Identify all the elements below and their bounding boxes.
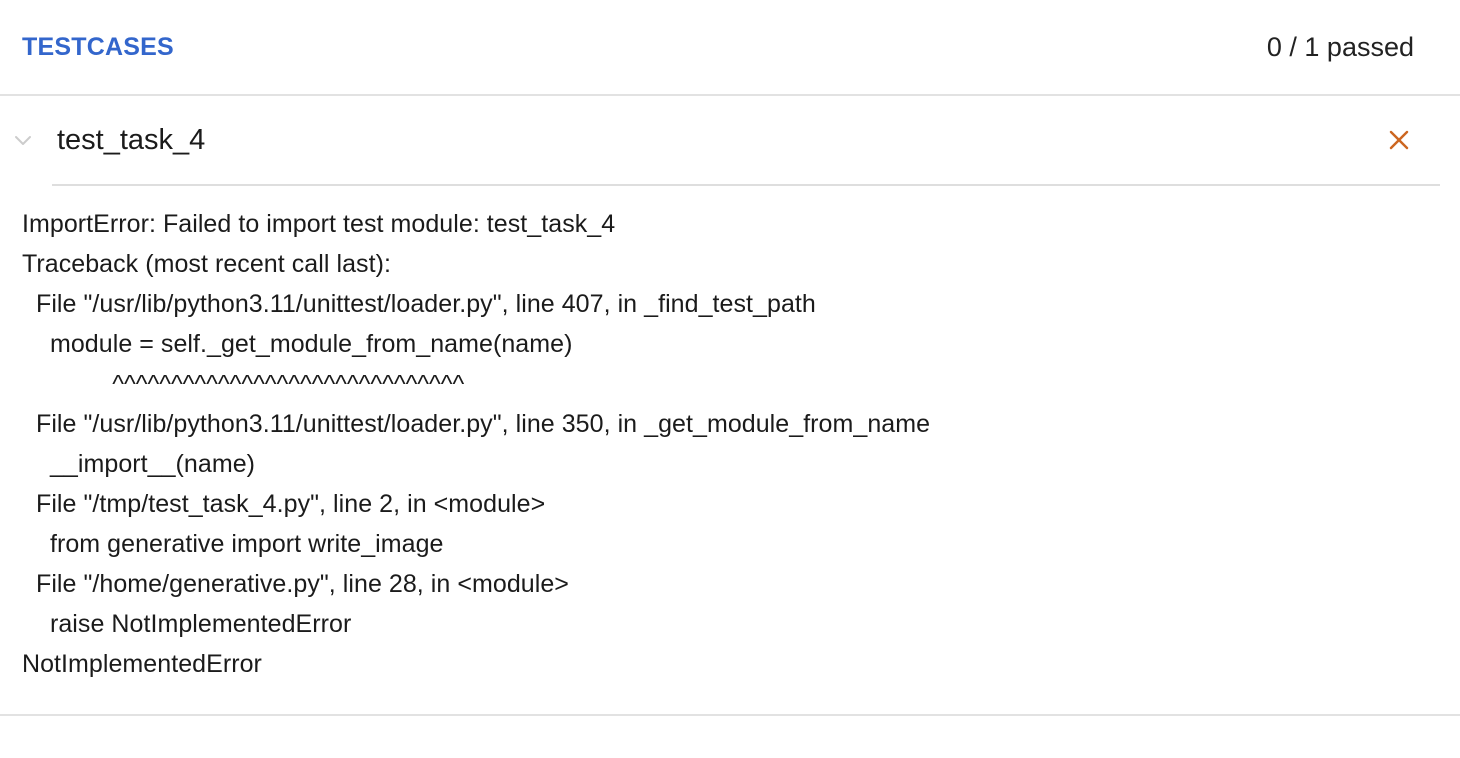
- traceback-output: ImportError: Failed to import test modul…: [0, 186, 1460, 714]
- testcase-item: test_task_4 ImportError: Failed to impor…: [0, 96, 1460, 758]
- traceback-line: from generative import write_image: [22, 530, 444, 558]
- testcase-name: test_task_4: [57, 123, 206, 156]
- chevron-down-icon[interactable]: [6, 123, 40, 157]
- traceback-line: NotImplementedError: [22, 650, 262, 678]
- panel-footer-divider: [0, 714, 1460, 716]
- pass-summary: 0 / 1 passed: [1266, 31, 1414, 62]
- page-title: TESTCASES: [22, 32, 174, 61]
- traceback-line: File "/home/generative.py", line 28, in …: [22, 570, 569, 598]
- traceback-line-carets: ^^^^^^^^^^^^^^^^^^^^^^^^^^^^^^: [22, 370, 465, 398]
- traceback-line: module = self._get_module_from_name(name…: [22, 330, 573, 358]
- testcase-divider: [52, 184, 1440, 186]
- traceback-line: File "/usr/lib/python3.11/unittest/loade…: [22, 410, 931, 438]
- panel-header: TESTCASES 0 / 1 passed: [0, 0, 1460, 96]
- traceback-line: raise NotImplementedError: [22, 610, 352, 638]
- panel-footer-space: [0, 716, 1460, 758]
- testcase-header-row[interactable]: test_task_4: [0, 96, 1460, 184]
- traceback-line: ImportError: Failed to import test modul…: [22, 210, 616, 238]
- traceback-line: File "/tmp/test_task_4.py", line 2, in <…: [22, 490, 546, 518]
- traceback-line: Traceback (most recent call last):: [22, 250, 391, 278]
- close-x-icon[interactable]: [1382, 123, 1416, 157]
- traceback-line: File "/usr/lib/python3.11/unittest/loade…: [22, 290, 816, 318]
- traceback-line: __import__(name): [22, 450, 256, 478]
